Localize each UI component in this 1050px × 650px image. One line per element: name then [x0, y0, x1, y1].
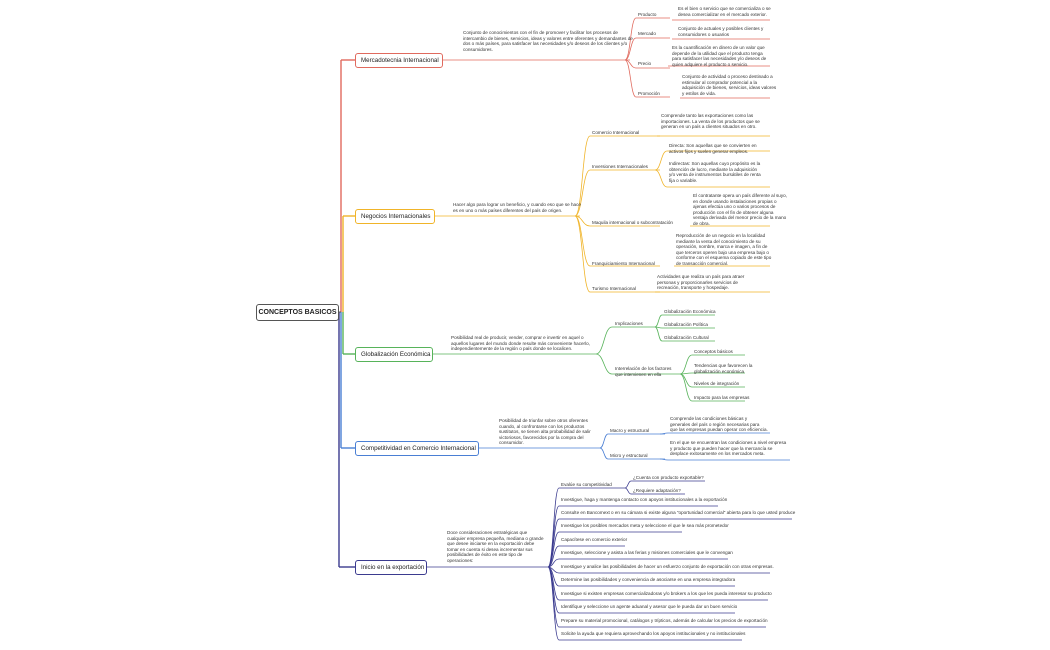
connector-line	[624, 59, 637, 98]
export-step-item[interactable]: Determine las posibilidades y convenienc…	[561, 577, 736, 582]
connector-line	[574, 215, 591, 267]
connector-line	[679, 373, 693, 402]
factor-item[interactable]: Conceptos básicos	[694, 349, 733, 354]
marketing-item-text: Conjunto de actuales y posibles clientes…	[678, 26, 764, 37]
marketing-item-label[interactable]: Mercado	[638, 31, 656, 36]
factor-item[interactable]: Impacto para las empresas	[694, 395, 750, 400]
business-item-text: Comprende tanto las exportaciones como l…	[661, 113, 760, 130]
connector-line	[574, 215, 591, 293]
connector-line	[574, 215, 591, 227]
business-item-label[interactable]: Turismo Internacional	[592, 286, 636, 291]
marketing-item-label[interactable]: Producto	[638, 12, 657, 17]
export-first-sub[interactable]: ¿Requiere adaptación?	[633, 488, 681, 493]
connector-line	[624, 487, 632, 495]
connector-line	[595, 326, 613, 355]
connector-line	[679, 354, 693, 375]
business-item-text-2: Indirectas: Son aquellas cuyo propósito …	[669, 161, 761, 183]
marketing-item-label[interactable]: Precio	[638, 61, 652, 66]
business-item-text: Reproducción de un negocio en la localid…	[676, 233, 772, 266]
competitiveness-item-text: Comprende las condiciones básicas y gene…	[670, 416, 768, 433]
implications-label[interactable]: Implicaciones	[615, 321, 643, 326]
export-first-label[interactable]: Evalúe su competitividad	[561, 482, 612, 487]
marketing-item-text: Conjunto de actividad o proceso destinad…	[682, 74, 777, 96]
business-description: Hacer algo para lograr un beneficio, y c…	[453, 202, 581, 213]
export-step-item[interactable]: Capacítese en comercio exterior	[561, 537, 628, 542]
connector-line	[574, 169, 591, 217]
connector-line	[599, 447, 609, 460]
competitiveness-item-label[interactable]: Micro y estructural	[610, 453, 648, 458]
export-description: Doce consideraciones estratégicas que cu…	[447, 530, 544, 563]
export-step-item[interactable]: Identifique y seleccione un agente aduan…	[561, 604, 738, 609]
marketing-description: Conjunto de conocimientos con el fin de …	[463, 30, 633, 52]
connector-line	[659, 458, 669, 461]
business-item-text: El contratante opera un país diferente a…	[693, 193, 787, 226]
export-step-item[interactable]: Prepare su material promocional, catálog…	[561, 618, 768, 623]
marketing-item-text: Es la cuantificación en dinero de un val…	[672, 45, 767, 67]
connector-line	[547, 566, 560, 641]
branch-marketing[interactable]: Mercadotecnia Internacional	[355, 53, 443, 68]
connector-line	[599, 433, 609, 449]
branch-export[interactable]: Inicio en la exportación	[355, 560, 427, 575]
connector-line	[679, 373, 693, 388]
export-step-item[interactable]: Solicite la ayuda que requiera aprovecha…	[561, 631, 746, 636]
implication-item[interactable]: Globalización Económica	[664, 309, 716, 314]
root-node[interactable]: CONCEPTOS BASICOS	[256, 304, 339, 321]
export-step-item[interactable]: Consulte en Bancomext o en su cámara si …	[561, 510, 796, 515]
branch-competitiveness[interactable]: Competitividad en Comercio Internacional	[355, 441, 479, 456]
connector-line	[624, 17, 637, 61]
factor-item[interactable]: Niveles de integración	[694, 381, 740, 386]
business-item-label[interactable]: Inversiones Internacionales	[592, 164, 648, 169]
business-item-text: Directa: Son aquellas que se convierten …	[669, 143, 757, 154]
branch-business[interactable]: Negocios Internacionales	[355, 209, 435, 224]
connector-line	[654, 326, 663, 342]
export-step-item[interactable]: Investigue, seleccione y asista a las fe…	[561, 550, 733, 555]
connector-line	[654, 169, 668, 188]
business-item-text: Actividades que realiza un país para atr…	[657, 274, 745, 291]
connector-line	[659, 432, 669, 435]
implication-item[interactable]: Globalización Cultural	[664, 335, 709, 340]
export-step-item[interactable]: Investigue si existen empresas comercial…	[561, 591, 772, 596]
connector-line	[654, 150, 668, 171]
business-item-label[interactable]: Comercio Internacional	[592, 130, 640, 135]
factors-label: Interrelación de los factores que interv…	[615, 366, 672, 377]
competitiveness-item-text: En el que se encuentran las condiciones …	[670, 440, 787, 457]
business-item-label[interactable]: Franquiciamiento Internacional	[592, 261, 655, 266]
globalization-description: Posibilidad real de producir, vender, co…	[451, 335, 590, 352]
implication-item[interactable]: Globalización Política	[664, 322, 708, 327]
marketing-item-text: Es el bien o servicio que se comercializ…	[678, 6, 771, 17]
connector-line	[595, 353, 613, 375]
competitiveness-description: Posibilidad de triunfar sobre otros ofer…	[499, 418, 591, 446]
export-step-item[interactable]: Investigue los posibles mercados meta y …	[561, 523, 729, 528]
factor-item[interactable]: Tendencias que favorecen la globalizació…	[694, 363, 753, 374]
branch-globalization[interactable]: Globalización Económica	[355, 347, 433, 362]
connector-line	[624, 480, 632, 489]
export-step-item[interactable]: Investigue, haga y mantenga contacto con…	[561, 497, 728, 502]
business-item-label[interactable]: Maquila internacional o subcontratación	[592, 220, 673, 225]
connector-line	[654, 314, 663, 328]
marketing-item-label[interactable]: Promoción	[638, 91, 660, 96]
competitiveness-item-label[interactable]: Macro y estructural	[610, 428, 650, 433]
connector-line	[624, 37, 637, 61]
export-first-sub[interactable]: ¿Cuenta con producto exportable?	[633, 475, 704, 480]
export-step-item[interactable]: Investigue y analice las posibilidades d…	[561, 564, 774, 569]
